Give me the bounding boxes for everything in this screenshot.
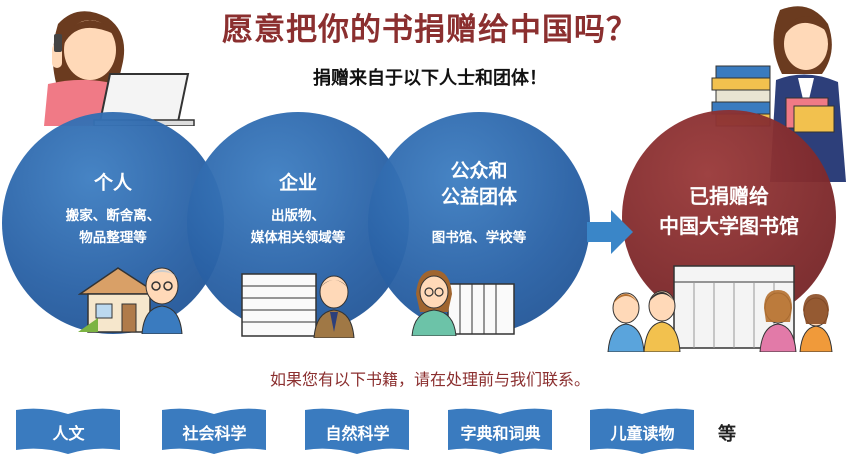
arrow-right-icon	[587, 210, 633, 254]
woman-with-books-icon	[711, 6, 846, 182]
woman-librarian-icon	[411, 270, 457, 336]
man-elderly-icon	[141, 267, 183, 334]
etc-label: 等	[718, 424, 736, 445]
book-shape-icon	[305, 408, 409, 454]
house-icon	[78, 267, 161, 333]
book-type-natural-science: 自然科学	[301, 406, 414, 454]
public-org-line1: 图书馆、学校等	[431, 230, 527, 246]
book-shape-icon	[162, 408, 266, 454]
book-type-label: 儿童读物	[610, 424, 675, 443]
book-type-dictionaries: 字典和词典	[444, 406, 557, 454]
company-line2: 媒体相关领域等	[250, 230, 346, 246]
company-line1: 出版物、	[271, 208, 325, 224]
individual-heading: 个人	[93, 172, 132, 194]
book-type-humanities: 人文	[12, 406, 125, 454]
public-org-heading2: 公益团体	[440, 186, 517, 208]
destination-line2: 中国大学图书馆	[659, 214, 799, 238]
page-subtitle: 捐赠来自于以下人士和团体！	[313, 68, 547, 89]
individual-line2: 物品整理等	[79, 230, 147, 246]
book-shape-icon	[590, 408, 694, 454]
woman-at-laptop-icon	[44, 11, 195, 126]
contact-note: 如果您有以下书籍，请在处理前与我们联系。	[269, 370, 590, 389]
office-building-icon	[241, 273, 317, 337]
book-type-social-science: 社会科学	[158, 406, 271, 454]
book-shape-icon	[448, 408, 552, 454]
students-icon	[607, 290, 833, 352]
book-type-label: 字典和词典	[460, 424, 541, 443]
book-shape-icon	[16, 408, 120, 454]
company-heading: 企业	[278, 172, 317, 194]
book-type-label: 人文	[52, 424, 85, 443]
destination-line1: 已捐赠给	[689, 184, 769, 208]
book-type-label: 自然科学	[325, 424, 390, 443]
businessman-icon	[313, 275, 355, 338]
public-org-heading1: 公众和	[450, 160, 508, 182]
page-title: 愿意把你的书捐赠给中国吗？	[222, 12, 638, 48]
individual-line1: 搬家、断舍离、	[65, 208, 161, 224]
book-type-label: 社会科学	[182, 424, 247, 443]
book-type-childrens: 儿童读物	[586, 406, 699, 454]
